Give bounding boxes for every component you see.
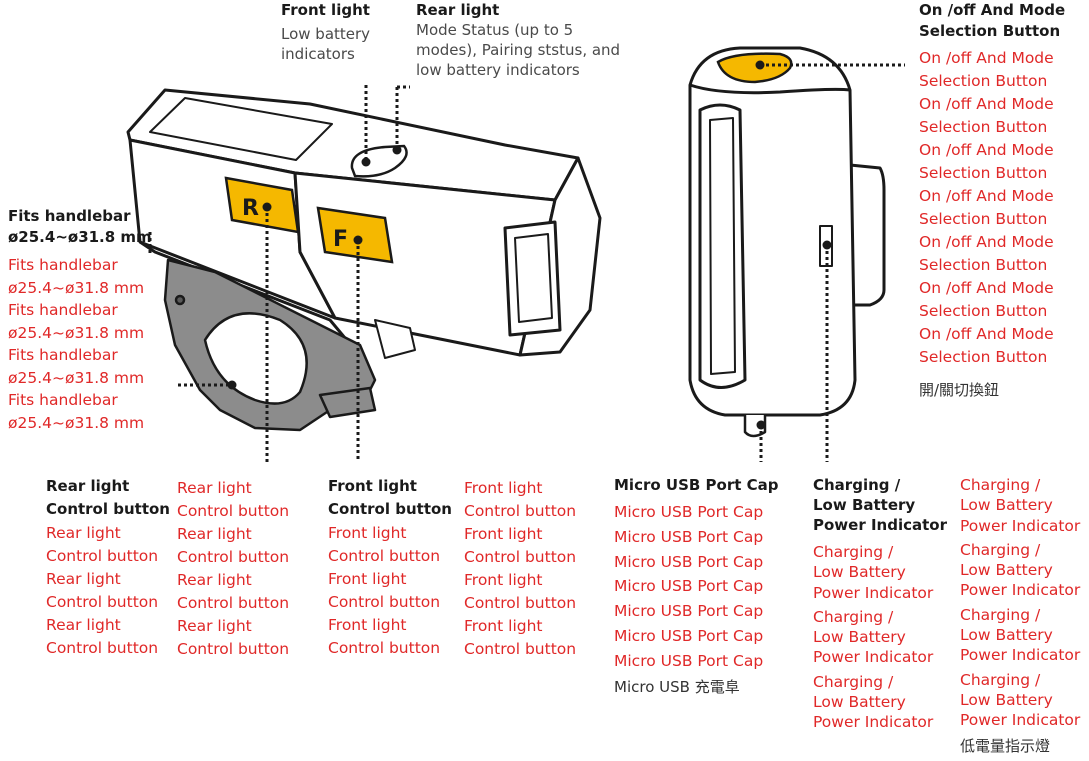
onoff-title: On /off And Mode Selection Button xyxy=(919,1,1066,40)
front-light-body xyxy=(126,88,602,359)
onoff-zh: 開/關切換鈕 xyxy=(919,381,1000,399)
charging-title: Charging / Low Battery Power Indicator xyxy=(813,476,947,534)
front-control-title: Front light Control button xyxy=(328,477,452,518)
usb-zh: Micro USB 充電阜 xyxy=(614,678,740,696)
front-control-button[interactable] xyxy=(316,206,394,264)
rear-light-desc: Mode Status (up to 5 modes), Pairing sts… xyxy=(416,21,621,79)
rear-control-button[interactable] xyxy=(224,176,300,234)
rear-light-body xyxy=(688,46,886,438)
onoff-mode-button[interactable] xyxy=(716,52,793,84)
front-light-title: Front light xyxy=(281,1,370,19)
usb-title: Micro USB Port Cap xyxy=(614,476,779,494)
handlebar-title: Fits handlebar ø25.4~ø31.8 mm xyxy=(8,207,152,246)
front-light-desc: Low battery indicators xyxy=(281,25,371,63)
rear-control-title: Rear light Control button xyxy=(46,477,170,518)
charging-zh: 低電量指示燈 xyxy=(960,737,1051,755)
rear-button-letter: R xyxy=(242,196,259,221)
callout-lines xyxy=(148,63,905,462)
usb-translations: Micro USB Port Cap Micro USB Port Cap Mi… xyxy=(614,503,764,670)
front-button-letter: F xyxy=(333,227,349,252)
rear-light-title: Rear light xyxy=(416,1,500,19)
callout-dots xyxy=(227,60,832,430)
